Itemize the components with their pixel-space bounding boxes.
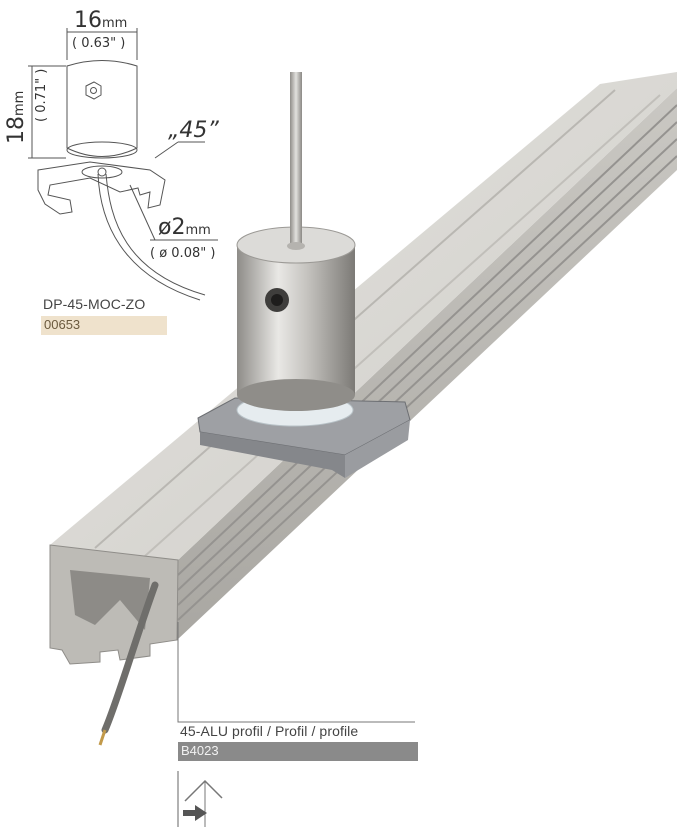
- cable-unit: mm: [185, 223, 211, 238]
- mounting-direction-icon: [177, 771, 229, 827]
- suspension-rod: [290, 72, 302, 247]
- cable-value: ø2: [158, 215, 186, 240]
- width-unit: mm: [102, 16, 128, 31]
- width-dimension: 16mm: [74, 8, 127, 33]
- height-dimension: 18mm: [4, 91, 29, 144]
- height-imperial: ( 0.71" ): [34, 68, 49, 122]
- cable-dimension: ø2mm: [158, 215, 211, 240]
- profile-leader-line: [177, 622, 415, 723]
- technical-sketch: [28, 28, 218, 301]
- height-unit: mm: [12, 90, 27, 116]
- width-value: 16: [74, 8, 102, 33]
- height-value: 18: [4, 116, 29, 144]
- product-code-profile: B4023: [178, 742, 418, 761]
- width-imperial: ( 0.63" ): [72, 36, 126, 51]
- product-name-gripper: DP-45-MOC-ZO: [43, 296, 146, 312]
- product-name-profile: 45-ALU profil / Profil / profile: [180, 723, 359, 739]
- type-label: „45”: [168, 118, 219, 143]
- cable-imperial: ( ø 0.08" ): [150, 246, 216, 261]
- gripper-cylinder: [236, 226, 356, 411]
- product-code-gripper: 00653: [41, 316, 167, 335]
